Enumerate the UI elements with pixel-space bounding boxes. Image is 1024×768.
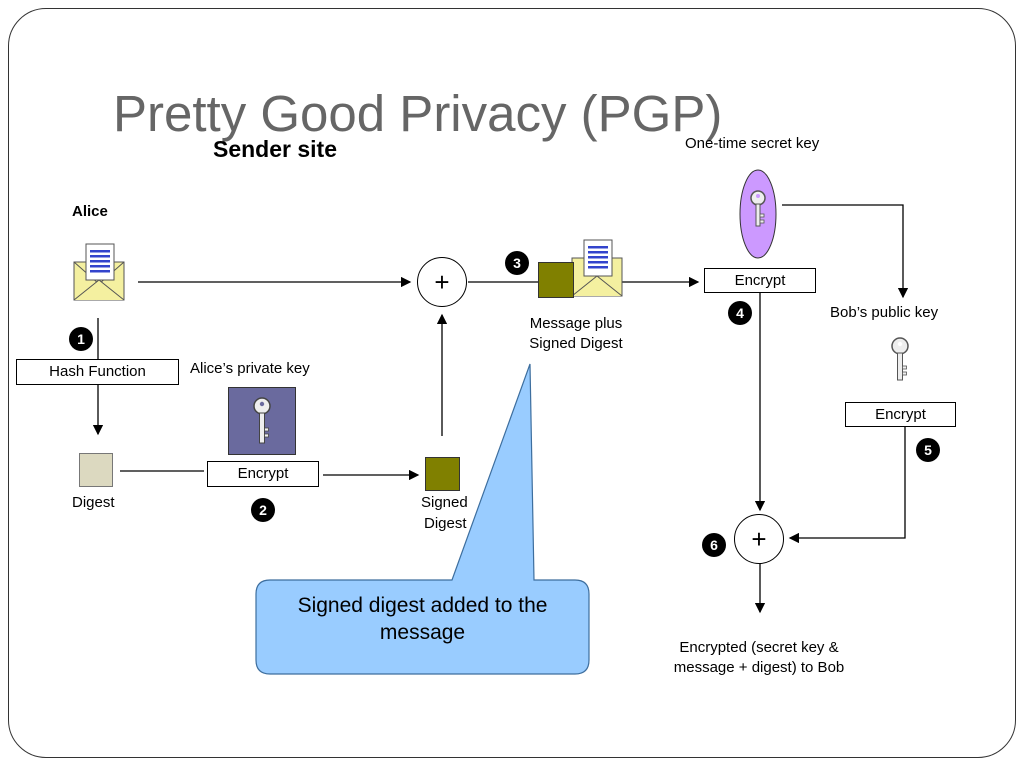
public-key-icon <box>891 337 909 381</box>
step-badge-4: 4 <box>728 301 752 325</box>
signed-digest-square <box>425 457 460 491</box>
private-key-box <box>228 387 296 455</box>
alices-private-key-label: Alice’s private key <box>190 360 310 377</box>
arrow-secret-key-to-public <box>782 204 909 299</box>
message-plus-label-line1: Message plus <box>529 315 623 332</box>
one-time-secret-key-label: One-time secret key <box>685 135 820 152</box>
combine-plus-operator: + <box>417 257 467 307</box>
encrypt-public-box: Encrypt <box>845 402 956 427</box>
bobs-public-key-label: Bob’s public key <box>830 304 939 321</box>
callout-text: Signed digest added to the message <box>297 594 548 644</box>
slide-title: Pretty Good Privacy (PGP) <box>113 85 723 142</box>
signed-digest-label-line2: Digest <box>424 515 467 532</box>
slide-subtitle: Sender site <box>213 136 337 162</box>
signed-digest-label-line1: Signed <box>421 494 468 511</box>
combined-message-envelope-icon <box>571 239 623 297</box>
arrow-public-encrypt-to-plus6 <box>788 427 906 544</box>
step-badge-5: 5 <box>916 438 940 462</box>
final-plus-operator: + <box>734 514 784 564</box>
slide-frame <box>8 8 1016 758</box>
digest-label: Digest <box>72 494 115 511</box>
output-label-line1: Encrypted (secret key & <box>679 639 839 656</box>
output-label-line2: message + digest) to Bob <box>673 659 845 676</box>
alice-label: Alice <box>72 203 108 220</box>
step-badge-2: 2 <box>251 498 275 522</box>
alice-message-envelope-icon <box>73 243 125 301</box>
secret-key-icon <box>750 190 766 227</box>
digest-square <box>79 453 113 487</box>
encrypt-secret-box: Encrypt <box>704 268 816 293</box>
callout-bubble <box>255 363 590 675</box>
step-badge-6: 6 <box>702 533 726 557</box>
step-badge-1: 1 <box>69 327 93 351</box>
encrypt-private-box: Encrypt <box>207 461 319 487</box>
step-badge-3: 3 <box>505 251 529 275</box>
combined-signed-digest-square <box>538 262 574 298</box>
hash-function-box: Hash Function <box>16 359 179 385</box>
message-plus-label-line2: Signed Digest <box>529 335 623 352</box>
